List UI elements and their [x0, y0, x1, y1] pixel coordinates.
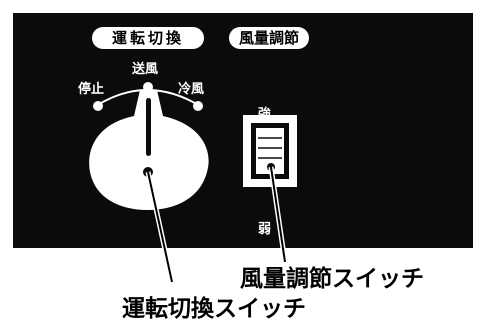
mode-leader-line [147, 171, 173, 283]
position-fan-label: 送風 [132, 62, 159, 77]
fan-leader-line [270, 166, 286, 263]
position-fan-dot [143, 82, 153, 92]
fan-switch-callout: 風量調節スイッチ [240, 266, 424, 292]
position-stop-label: 停止 [78, 82, 105, 97]
fan-speed-title: 風量調節 [229, 27, 309, 49]
mode-switch-callout: 運転切換スイッチ [122, 296, 306, 322]
position-stop-dot [93, 101, 103, 111]
dial-pointer [146, 98, 151, 156]
mode-switch-title: 運転切換 [92, 27, 204, 49]
fan-weak-label: 弱 [258, 222, 272, 237]
position-cool-dot [193, 101, 203, 111]
position-cool-label: 冷風 [178, 82, 205, 97]
